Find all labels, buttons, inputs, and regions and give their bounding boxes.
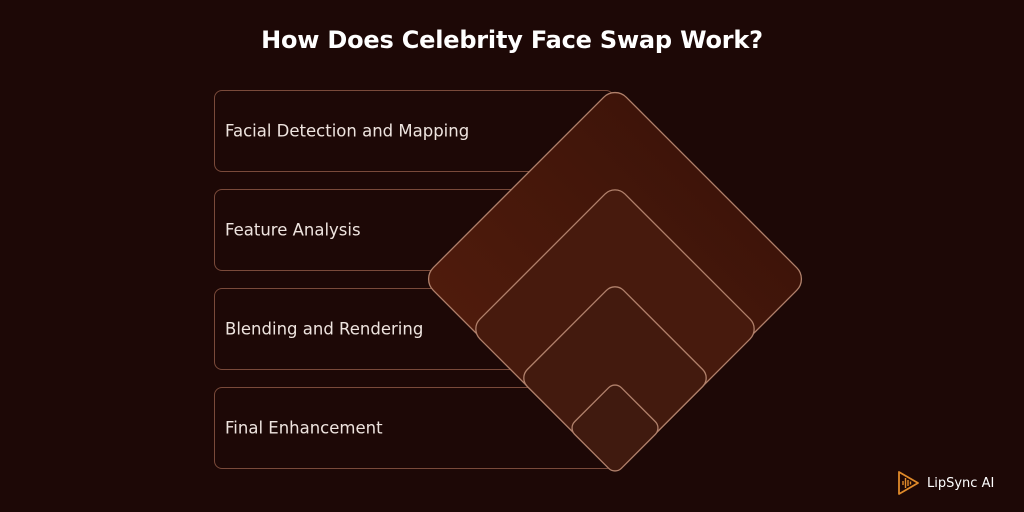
step-label: Final Enhancement (225, 418, 383, 438)
diamond-level-4 (571, 384, 659, 472)
page-title: How Does Celebrity Face Swap Work? (261, 26, 763, 54)
step-label: Facial Detection and Mapping (225, 121, 470, 141)
step-label: Feature Analysis (225, 220, 361, 240)
waveform-icon (898, 471, 919, 495)
brand-logo: LipSync AI (895, 470, 994, 496)
diamond-level-3 (523, 286, 707, 470)
brand-name: LipSync AI (927, 475, 995, 491)
step-label: Blending and Rendering (225, 319, 424, 339)
